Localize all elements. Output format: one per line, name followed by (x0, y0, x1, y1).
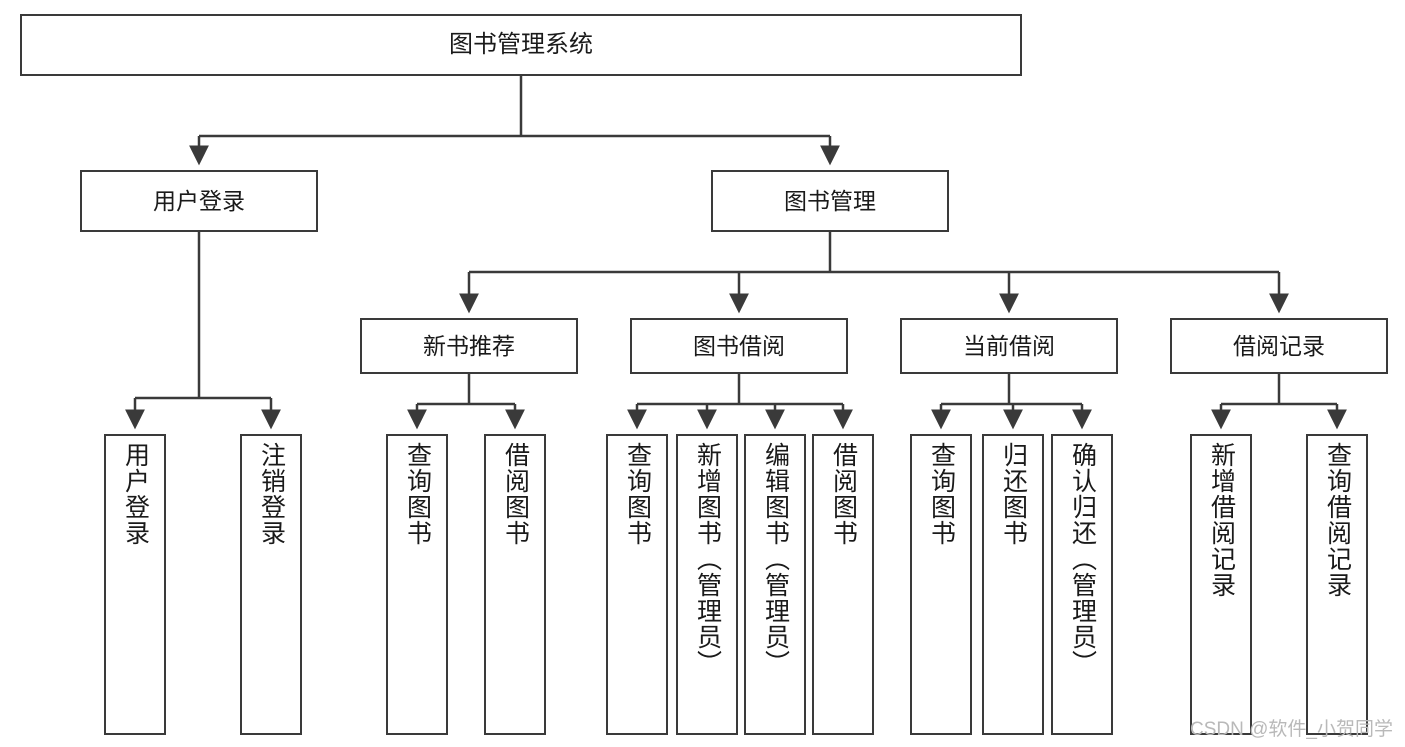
node-op-query-book-recommend[interactable]: 查询图书 (386, 434, 448, 735)
node-book-manage[interactable]: 图书管理 (711, 170, 949, 232)
node-op-confirm-return-admin[interactable]: 确认归还（管理员） (1051, 434, 1113, 735)
node-op-query-book-recommend-label: 查询图书 (403, 442, 432, 546)
node-op-user-logout[interactable]: 注销登录 (240, 434, 302, 735)
node-op-user-logout-label: 注销登录 (257, 442, 286, 546)
node-op-add-book-admin-label: 新增图书（管理员） (693, 442, 722, 676)
node-borrow-record-label: 借阅记录 (1233, 332, 1325, 359)
node-current-borrow-label: 当前借阅 (963, 332, 1055, 359)
node-user-login[interactable]: 用户登录 (80, 170, 318, 232)
node-op-query-borrow-record[interactable]: 查询借阅记录 (1306, 434, 1368, 735)
node-op-add-borrow-record-label: 新增借阅记录 (1207, 442, 1236, 598)
node-op-query-borrow-record-label: 查询借阅记录 (1323, 442, 1352, 598)
node-op-borrow-book-label: 借阅图书 (829, 442, 858, 546)
node-op-edit-book-admin-label: 编辑图书（管理员） (761, 442, 790, 676)
node-op-borrow-book-recommend-label: 借阅图书 (501, 442, 530, 546)
node-op-return-book[interactable]: 归还图书 (982, 434, 1044, 735)
node-op-return-book-label: 归还图书 (999, 442, 1028, 546)
csdn-watermark: CSDN @软件_小贺同学 (1190, 719, 1393, 740)
node-current-borrow[interactable]: 当前借阅 (900, 318, 1118, 374)
node-user-login-label: 用户登录 (153, 187, 245, 214)
node-root-label: 图书管理系统 (449, 31, 593, 59)
node-new-book-recommend-label: 新书推荐 (423, 332, 515, 359)
node-op-borrow-book[interactable]: 借阅图书 (812, 434, 874, 735)
node-op-query-book-borrow[interactable]: 查询图书 (606, 434, 668, 735)
node-op-confirm-return-admin-label: 确认归还（管理员） (1068, 442, 1097, 676)
node-op-borrow-book-recommend[interactable]: 借阅图书 (484, 434, 546, 735)
node-book-borrow-label: 图书借阅 (693, 332, 785, 359)
node-new-book-recommend[interactable]: 新书推荐 (360, 318, 578, 374)
node-op-query-book-current[interactable]: 查询图书 (910, 434, 972, 735)
node-book-borrow[interactable]: 图书借阅 (630, 318, 848, 374)
node-op-query-book-current-label: 查询图书 (927, 442, 956, 546)
node-op-user-login-label: 用户登录 (121, 442, 150, 546)
node-op-add-borrow-record[interactable]: 新增借阅记录 (1190, 434, 1252, 735)
node-op-user-login[interactable]: 用户登录 (104, 434, 166, 735)
node-book-manage-label: 图书管理 (784, 187, 876, 214)
node-op-query-book-borrow-label: 查询图书 (623, 442, 652, 546)
node-borrow-record[interactable]: 借阅记录 (1170, 318, 1388, 374)
node-op-add-book-admin[interactable]: 新增图书（管理员） (676, 434, 738, 735)
node-root[interactable]: 图书管理系统 (20, 14, 1022, 76)
node-op-edit-book-admin[interactable]: 编辑图书（管理员） (744, 434, 806, 735)
